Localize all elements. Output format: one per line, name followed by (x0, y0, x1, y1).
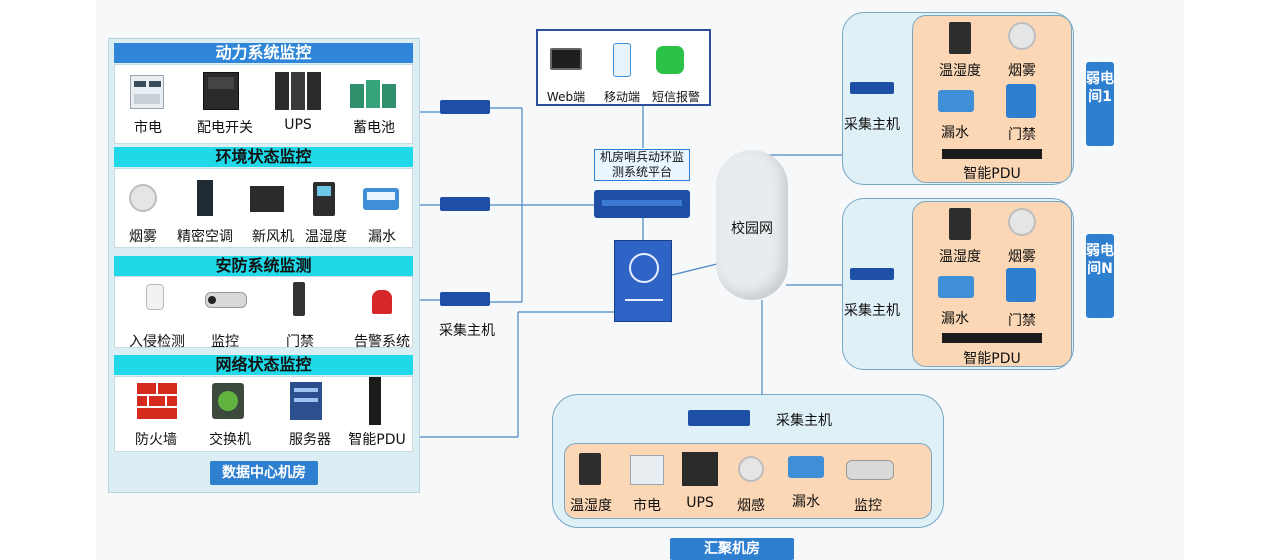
sms-icon (656, 46, 684, 74)
core-switch-icon (614, 240, 672, 322)
item-label: 交换机 (209, 432, 251, 448)
item-label: 烟雾 (1008, 63, 1036, 79)
access-control-icon (293, 282, 305, 316)
weak-room-1-badge: 弱电间1 (1086, 62, 1114, 146)
power-meter-icon (630, 455, 664, 485)
item-label: 门禁 (286, 334, 314, 350)
item-label: 服务器 (289, 432, 331, 448)
collector-label: 采集主机 (844, 117, 900, 133)
mobile-phone-icon (613, 43, 631, 77)
item-label: 市电 (633, 498, 661, 514)
item-label: 温湿度 (305, 229, 347, 245)
item-label: 烟雾 (129, 229, 157, 245)
firewall-icon (137, 383, 177, 419)
thermometer-hygrometer-icon (579, 453, 601, 485)
item-label: 市电 (134, 120, 162, 136)
battery-icon (350, 76, 400, 110)
aggregation-room-badge: 汇聚机房 (670, 538, 794, 560)
item-label: 温湿度 (939, 63, 981, 79)
collector-device-icon (688, 410, 750, 426)
water-leak-sensor-icon (938, 90, 974, 112)
smoke-detector-icon (1008, 208, 1036, 236)
cloud-label: 校园网 (731, 221, 773, 237)
monitor-icon (550, 48, 582, 70)
item-label: 智能PDU (348, 432, 406, 448)
water-leak-sensor-icon (938, 276, 974, 298)
smoke-detector-icon (738, 456, 764, 482)
pdu-label: 智能PDU (963, 166, 1021, 182)
item-label: 漏水 (941, 125, 969, 141)
item-label: 入侵检测 (129, 334, 185, 350)
item-label: 烟感 (737, 498, 765, 514)
client-label: 移动端 (603, 90, 640, 104)
ups-icon (682, 452, 718, 486)
thermometer-hygrometer-icon (949, 22, 971, 54)
ups-icon (275, 72, 321, 110)
item-label: 告警系统 (354, 334, 410, 350)
item-label: 烟雾 (1008, 249, 1036, 265)
platform-server-icon (594, 190, 690, 218)
item-label: 新风机 (252, 229, 294, 245)
door-access-icon (1006, 268, 1036, 302)
collector-label: 采集主机 (776, 413, 832, 429)
platform-label: 机房哨兵动环监测系统平台 (594, 149, 690, 181)
precision-ac-icon (197, 180, 213, 216)
collector-device-icon (440, 292, 490, 306)
smart-pdu-icon (369, 377, 381, 425)
item-label: 温湿度 (570, 498, 612, 514)
pdu-label: 智能PDU (963, 351, 1021, 367)
server-icon (290, 382, 322, 420)
client-label: 短信报警 (651, 90, 700, 104)
item-label: 防火墙 (135, 432, 177, 448)
security-monitoring-title: 安防系统监测 (114, 256, 413, 276)
smart-pdu-icon (942, 333, 1042, 343)
item-label: 漏水 (792, 494, 820, 510)
item-label: 精密空调 (177, 229, 233, 245)
item-label: 蓄电池 (353, 120, 395, 136)
env-monitoring-title: 环境状态监控 (114, 147, 413, 167)
water-leak-sensor-icon (363, 188, 399, 210)
item-label: 配电开关 (197, 120, 253, 136)
camera-icon (846, 460, 894, 480)
camera-icon (205, 292, 247, 308)
thermometer-hygrometer-icon (949, 208, 971, 240)
switch-cabinet-icon (203, 72, 239, 110)
power-monitoring-title: 动力系统监控 (114, 43, 413, 63)
alarm-light-icon (372, 290, 392, 314)
switch-icon (212, 383, 244, 419)
smoke-detector-icon (129, 184, 157, 212)
fresh-air-unit-icon (250, 186, 284, 212)
item-label: 门禁 (1008, 313, 1036, 329)
item-label: UPS (284, 117, 312, 133)
intrusion-detector-icon (146, 284, 164, 310)
item-label: 门禁 (1008, 127, 1036, 143)
door-access-icon (1006, 84, 1036, 118)
power-meter-icon (130, 75, 164, 109)
campus-network-cloud-icon (716, 150, 788, 300)
item-label: 漏水 (941, 311, 969, 327)
collector-label: 采集主机 (439, 323, 495, 339)
collector-device-icon (440, 197, 490, 211)
collector-label: 采集主机 (844, 303, 900, 319)
item-label: 监控 (211, 334, 239, 350)
thermometer-hygrometer-icon (313, 182, 335, 216)
collector-device-icon (440, 100, 490, 114)
weak-room-n-badge: 弱电间N (1086, 234, 1114, 318)
smart-pdu-icon (942, 149, 1042, 159)
network-monitoring-title: 网络状态监控 (114, 355, 413, 375)
client-label: Web端 (546, 90, 586, 104)
item-label: 温湿度 (939, 249, 981, 265)
collector-device-icon (850, 82, 894, 94)
item-label: UPS (686, 495, 714, 511)
water-leak-sensor-icon (788, 456, 824, 478)
item-label: 漏水 (368, 229, 396, 245)
collector-device-icon (850, 268, 894, 280)
data-center-badge: 数据中心机房 (210, 461, 318, 485)
smoke-detector-icon (1008, 22, 1036, 50)
item-label: 监控 (854, 498, 882, 514)
